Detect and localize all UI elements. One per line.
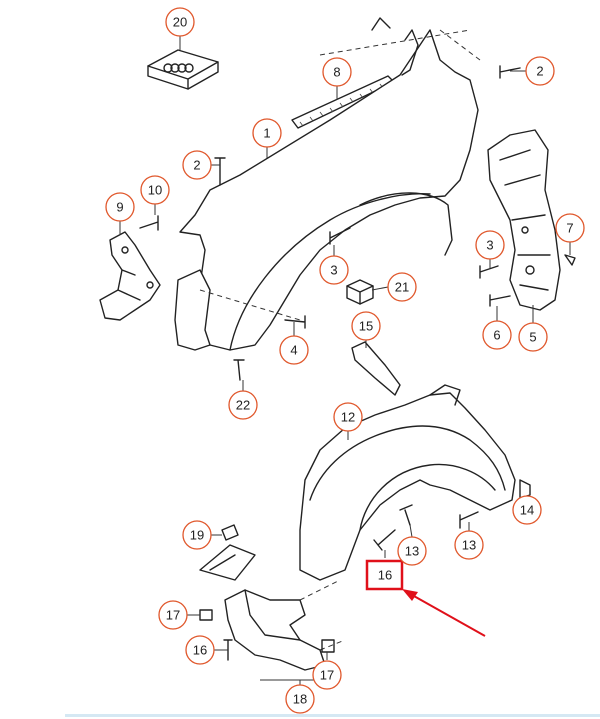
leader-lines (119, 36, 571, 685)
callout-17-lower: 17 (312, 660, 342, 690)
callout-3-right: 3 (475, 230, 505, 260)
part-splash-guard (224, 579, 346, 671)
svg-text:17: 17 (320, 668, 334, 683)
svg-text:1: 1 (263, 126, 270, 141)
bottom-rule (65, 714, 600, 717)
svg-text:13: 13 (405, 544, 419, 559)
svg-text:3: 3 (486, 238, 493, 253)
part-emblem-box (147, 49, 219, 90)
callout-14: 14 (512, 495, 542, 525)
callout-5: 5 (518, 322, 548, 352)
svg-text:14: 14 (520, 503, 534, 518)
svg-text:16: 16 (193, 643, 207, 658)
highlight-arrow (402, 589, 486, 637)
svg-text:21: 21 (395, 280, 409, 295)
callout-16-highlighted: 16 (378, 568, 392, 583)
callout-10: 10 (140, 175, 170, 205)
svg-text:8: 8 (333, 65, 340, 80)
part-lower-bracket (174, 269, 301, 351)
callout-17-left: 17 (158, 600, 188, 630)
fasteners (139, 65, 576, 661)
callout-1: 1 (252, 118, 282, 148)
svg-text:6: 6 (493, 328, 500, 343)
part-mount-bracket (99, 231, 161, 321)
callout-7: 7 (555, 213, 585, 243)
callout-13-left: 13 (397, 536, 427, 566)
callout-8: 8 (322, 57, 352, 87)
svg-text:3: 3 (330, 263, 337, 278)
part-headlight-bracket (487, 129, 561, 311)
svg-text:19: 19 (190, 528, 204, 543)
callout-2-left: 2 (182, 150, 212, 180)
svg-text:18: 18 (293, 692, 307, 707)
svg-text:13: 13 (462, 538, 476, 553)
svg-text:12: 12 (341, 410, 355, 425)
highlight-box (365, 559, 404, 591)
svg-text:2: 2 (536, 64, 543, 79)
callout-15: 15 (351, 311, 381, 341)
callout-6: 6 (482, 320, 512, 350)
callout-18: 18 (285, 684, 315, 714)
part-trim-piece (351, 341, 401, 396)
svg-text:16: 16 (378, 568, 392, 583)
svg-text:15: 15 (359, 319, 373, 334)
callout-20: 20 (165, 7, 195, 37)
svg-text:2: 2 (193, 158, 200, 173)
callout-12: 12 (333, 402, 363, 432)
callout-16-lower: 16 (185, 635, 215, 665)
part-clip (346, 279, 374, 305)
callout-22: 22 (228, 390, 258, 420)
callout-2-top: 2 (525, 56, 555, 86)
callout-21: 21 (387, 272, 417, 302)
svg-text:22: 22 (236, 398, 250, 413)
svg-text:10: 10 (148, 183, 162, 198)
svg-text:9: 9 (116, 200, 123, 215)
part-support-plate (199, 544, 256, 581)
part-wheel-liner (299, 384, 516, 581)
callout-4: 4 (279, 335, 309, 365)
svg-text:5: 5 (529, 330, 536, 345)
svg-text:7: 7 (566, 221, 573, 236)
callout-3-left: 3 (319, 255, 349, 285)
callout-9: 9 (105, 192, 135, 222)
svg-text:4: 4 (290, 343, 297, 358)
callout-19: 19 (182, 520, 212, 550)
callout-13-right: 13 (454, 530, 484, 560)
svg-text:17: 17 (166, 608, 180, 623)
svg-text:20: 20 (173, 15, 187, 30)
